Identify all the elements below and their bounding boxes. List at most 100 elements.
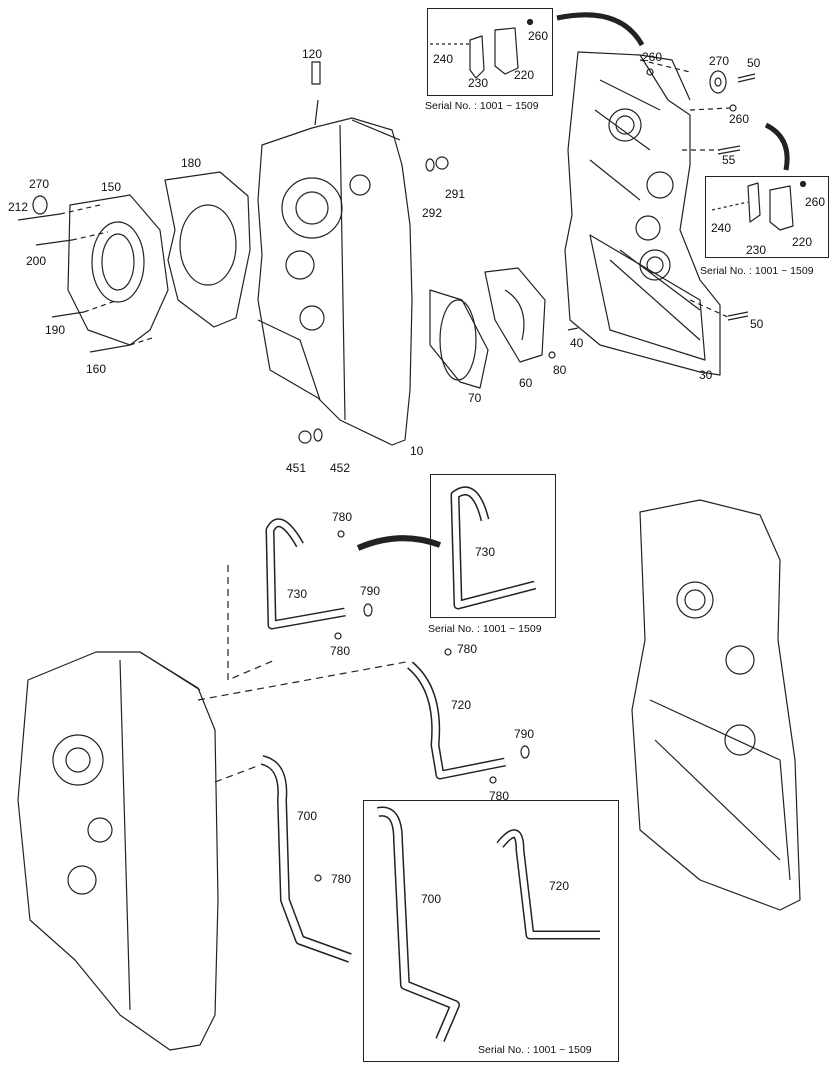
part-label-230-top: 230 (468, 76, 489, 90)
inset-box-top (427, 8, 553, 96)
part-label-30: 30 (699, 368, 713, 382)
serial-note-bottom: Serial No. : 1001 ~ 1509 (478, 1044, 592, 1056)
part-label-292: 292 (422, 206, 443, 220)
part-label-40: 40 (570, 336, 584, 350)
curved-arrow-top (556, 12, 645, 47)
part-label-790-a: 790 (360, 584, 381, 598)
part-label-260-mid: 260 (729, 112, 750, 126)
bolt-55 (717, 145, 741, 155)
part-label-80: 80 (553, 363, 567, 377)
inset-box-middle (430, 474, 556, 618)
bolt-50-top (737, 73, 756, 83)
hose-730-fill (267, 519, 346, 628)
part-label-451: 451 (286, 461, 307, 475)
part-label-730-main: 730 (287, 587, 308, 601)
part-label-780-a: 780 (332, 510, 353, 524)
ring-452 (313, 428, 323, 442)
part-label-50-bottom: 50 (750, 317, 764, 331)
serial-note-middle: Serial No. : 1001 ~ 1509 (428, 623, 542, 635)
part-label-240-right: 240 (711, 221, 732, 235)
part-label-260-top: 260 (642, 50, 663, 64)
part-label-270-right: 270 (709, 54, 730, 68)
hose-730-outline (265, 518, 346, 630)
rear-cover-30 (564, 51, 721, 376)
cover-plate-150 (67, 194, 169, 346)
hose-720-fill (408, 662, 506, 778)
cover-70 (429, 289, 489, 389)
part-label-212: 212 (8, 200, 29, 214)
part-label-200: 200 (26, 254, 47, 268)
part-label-240-top: 240 (433, 52, 454, 66)
part-label-730-inset: 730 (475, 545, 496, 559)
plug-80 (548, 351, 556, 359)
plug-260-top (646, 68, 654, 76)
part-label-190: 190 (45, 323, 66, 337)
hose-700-fill (260, 756, 352, 962)
part-label-60: 60 (519, 376, 533, 390)
part-label-720-main: 720 (451, 698, 472, 712)
lower-left-housing (17, 651, 219, 1051)
part-label-790-b: 790 (514, 727, 535, 741)
plug-451 (298, 430, 312, 444)
leader-lines-left (59, 204, 153, 346)
pin-40 (567, 327, 579, 331)
hose-700-outline (260, 755, 352, 963)
part-label-55: 55 (722, 153, 736, 167)
plug-780-c (444, 648, 452, 656)
inset-box-bottom (363, 800, 619, 1062)
part-label-70: 70 (468, 391, 482, 405)
cover-60 (484, 267, 546, 363)
bolt-50-bottom (727, 311, 749, 321)
inset-box-right (705, 176, 829, 258)
washer-270-right (709, 70, 727, 94)
part-label-150: 150 (101, 180, 122, 194)
inset-hose-700-fill (377, 808, 459, 1042)
part-label-700-inset: 700 (421, 892, 442, 906)
plug-780-d (489, 776, 497, 784)
hose-leader-lines (197, 661, 407, 783)
serial-note-top: Serial No. : 1001 ~ 1509 (425, 100, 539, 112)
inset-top-parts (430, 18, 807, 231)
inset-hose-730-fill (452, 487, 536, 608)
part-label-700-main: 700 (297, 809, 318, 823)
part-label-780-c: 780 (457, 642, 478, 656)
main-housing-10 (257, 61, 413, 446)
serial-note-right: Serial No. : 1001 ~ 1509 (700, 265, 814, 277)
curved-arrow-right (764, 122, 790, 171)
ring-790-b (520, 745, 530, 759)
bolts-left (17, 213, 131, 353)
part-label-10: 10 (410, 444, 424, 458)
part-label-220-right: 220 (792, 235, 813, 249)
part-label-120: 120 (302, 47, 323, 61)
plug-780-a (337, 530, 345, 538)
part-label-160: 160 (86, 362, 107, 376)
part-label-50-top: 50 (747, 56, 761, 70)
part-label-780-b: 780 (330, 644, 351, 658)
part-label-452: 452 (330, 461, 351, 475)
part-label-260-right-inset: 260 (805, 195, 826, 209)
plug-260 (729, 104, 737, 112)
leader-lines-30 (639, 59, 731, 319)
part-label-230-right: 230 (746, 243, 767, 257)
plug-780-b (334, 632, 342, 640)
washer-270-left (32, 195, 48, 215)
part-label-780-e: 780 (331, 872, 352, 886)
ring-292 (425, 158, 435, 172)
part-label-220-top: 220 (514, 68, 535, 82)
gasket-180 (164, 171, 251, 328)
plug-780-e (314, 874, 322, 882)
part-label-260-top-inset: 260 (528, 29, 549, 43)
lower-right-housing (631, 499, 801, 911)
hose-leader-730 (227, 565, 276, 681)
curved-arrow-middle (356, 535, 442, 551)
part-label-180: 180 (181, 156, 202, 170)
part-label-270-left: 270 (29, 177, 50, 191)
plug-291 (435, 156, 449, 170)
ring-790-a (363, 603, 373, 617)
part-label-780-d: 780 (489, 789, 510, 803)
part-label-291: 291 (445, 187, 466, 201)
inset-hose-720-fill (497, 830, 600, 938)
part-label-720-inset: 720 (549, 879, 570, 893)
